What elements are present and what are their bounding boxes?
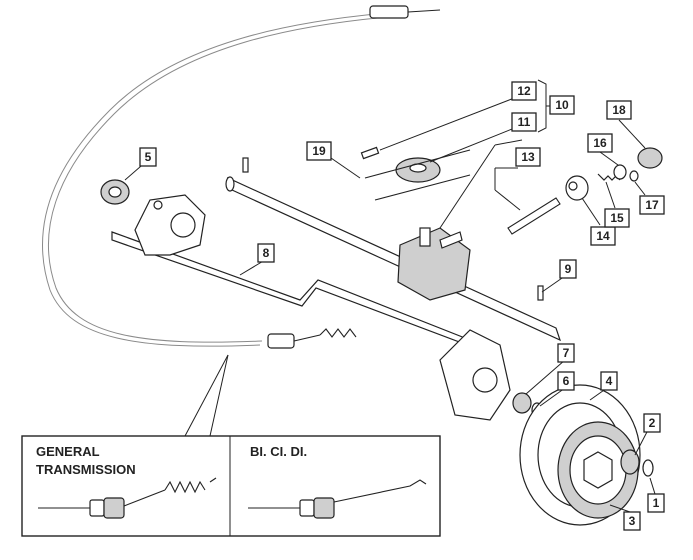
pin-9	[537, 285, 544, 301]
cable-variants-inset: GENERAL TRANSMISSION BI. CI. DI.	[21, 354, 441, 537]
svg-text:14: 14	[596, 229, 610, 243]
cable-top-fitting	[369, 5, 409, 19]
svg-text:19: 19	[312, 144, 326, 158]
svg-text:13: 13	[521, 150, 535, 164]
callout-11: 11	[511, 112, 537, 132]
callout-5: 5	[139, 147, 157, 167]
callout-9: 9	[559, 259, 577, 279]
left-bracket	[134, 194, 206, 256]
circlip-1	[642, 459, 654, 477]
cable-lower-fitting	[267, 333, 295, 349]
svg-text:7: 7	[563, 346, 570, 360]
clip-17	[629, 170, 639, 182]
general-transmission-cable	[38, 477, 217, 519]
drive-gear-3	[557, 421, 639, 519]
control-cable	[42, 5, 441, 349]
pinion-gear-5	[100, 179, 130, 205]
callout-19: 19	[306, 141, 332, 161]
callout-18: 18	[606, 100, 632, 120]
callout-12: 12	[511, 81, 537, 101]
callout-14: 14	[590, 226, 616, 246]
callout-13: 13	[515, 147, 541, 167]
cable-spring	[319, 328, 357, 338]
callout-3: 3	[623, 511, 641, 531]
svg-text:10: 10	[555, 98, 569, 112]
svg-text:18: 18	[612, 103, 626, 117]
bicidi-cable	[248, 479, 427, 519]
svg-text:2: 2	[649, 416, 656, 430]
knob-14	[565, 175, 589, 201]
callout-17: 17	[639, 195, 665, 215]
right-bracket	[439, 329, 511, 421]
svg-text:15: 15	[610, 211, 624, 225]
svg-text:3: 3	[629, 514, 636, 528]
callout-4: 4	[600, 371, 618, 391]
gearbox	[397, 227, 471, 301]
svg-text:11: 11	[518, 115, 531, 129]
inset-label-bicidi: BI. CI. DI.	[250, 444, 307, 459]
callout-15: 15	[604, 208, 630, 228]
inset-label-transmission: TRANSMISSION	[36, 462, 136, 477]
leader-lines	[124, 79, 656, 513]
callout-8: 8	[257, 243, 275, 263]
callout-16: 16	[587, 133, 613, 153]
lever-13	[507, 197, 561, 235]
svg-text:8: 8	[263, 246, 270, 260]
svg-text:17: 17	[645, 198, 659, 212]
svg-text:1: 1	[653, 496, 660, 510]
svg-text:4: 4	[606, 374, 613, 388]
washer-16	[613, 164, 627, 180]
svg-text:12: 12	[517, 84, 531, 98]
svg-text:5: 5	[145, 150, 152, 164]
svg-text:16: 16	[593, 136, 607, 150]
svg-text:9: 9	[565, 262, 572, 276]
key-12	[360, 146, 380, 160]
cap-18	[637, 147, 663, 169]
inset-label-general: GENERAL	[36, 444, 100, 459]
pulley-11	[364, 149, 471, 201]
callout-10: 10	[549, 95, 575, 115]
svg-text:6: 6	[563, 374, 570, 388]
bearing-7	[512, 392, 532, 414]
callout-2: 2	[643, 413, 661, 433]
callout-6: 6	[557, 371, 575, 391]
pawl-2	[620, 449, 640, 475]
callout-7: 7	[557, 343, 575, 363]
callout-1: 1	[647, 493, 665, 513]
inset-frame	[21, 435, 441, 537]
pin-top	[242, 157, 249, 173]
